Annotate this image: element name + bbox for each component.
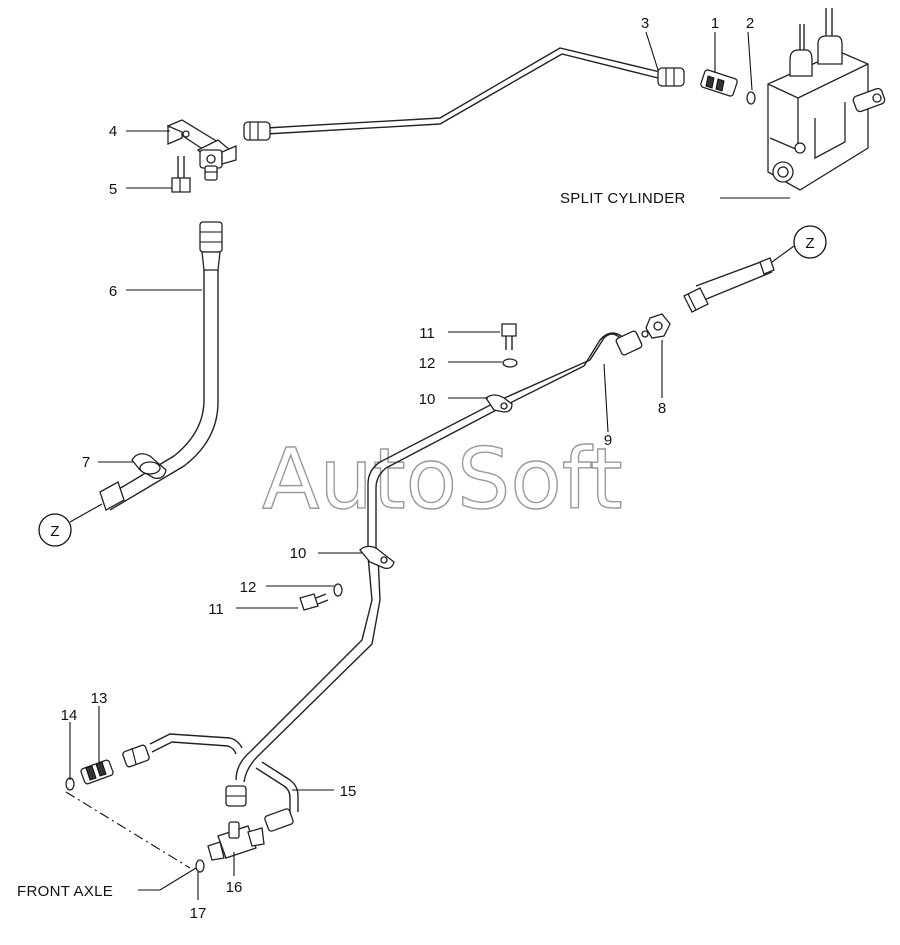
fitting-1 (700, 69, 738, 97)
callout-14: 14 (61, 707, 78, 724)
callout-8: 8 (658, 400, 666, 417)
connector-z-top: Z (793, 225, 827, 259)
callout-6: 6 (109, 283, 117, 300)
svg-text:Z: Z (805, 235, 814, 252)
washer-12-lower (333, 583, 343, 597)
callout-3: 3 (641, 15, 649, 32)
callout-13: 13 (91, 690, 108, 707)
callout-7: 7 (82, 454, 90, 471)
callout-11-upper: 11 (419, 325, 435, 342)
bolt-11-lower (299, 593, 329, 611)
callout-5: 5 (109, 181, 117, 198)
leader-lines (69, 31, 790, 900)
washer-17 (195, 859, 205, 873)
hose-9 (583, 330, 649, 367)
clip-7 (131, 453, 167, 479)
callout-15: 15 (340, 783, 357, 800)
callout-17: 17 (190, 905, 207, 922)
callout-10-upper: 10 (419, 391, 436, 408)
brake-pipe-13 (122, 733, 243, 768)
clip-10-upper (485, 394, 513, 413)
brake-pipe-3 (243, 47, 685, 141)
brake-pipe-15 (255, 761, 299, 832)
callout-2: 2 (746, 15, 754, 32)
brake-hose-6 (99, 221, 223, 511)
washer-2 (746, 91, 756, 105)
callout-11-lower: 11 (208, 601, 224, 618)
callout-9: 9 (604, 432, 612, 449)
connector-z-bottom: Z (38, 513, 72, 547)
steel-pipe-main (235, 359, 591, 783)
clip-10-lower (359, 545, 395, 570)
callout-1: 1 (711, 15, 719, 32)
bolt-5 (171, 156, 191, 193)
front-axle-label: FRONT AXLE (17, 883, 113, 900)
pipe-end-z-upper (683, 257, 775, 313)
split-cylinder-label: SPLIT CYLINDER (560, 190, 686, 207)
tee-16 (207, 821, 265, 861)
nut-8 (645, 313, 671, 339)
split-cylinder (767, 8, 886, 191)
callout-10-lower: 10 (290, 545, 307, 562)
callout-4: 4 (109, 123, 117, 140)
fitting-13 (80, 759, 114, 785)
washer-12-upper (502, 358, 518, 368)
callout-12-lower: 12 (240, 579, 257, 596)
front-axle-leader (65, 791, 191, 869)
callout-12-upper: 12 (419, 355, 436, 372)
bracket-4 (166, 119, 237, 181)
bolt-11-upper (501, 323, 517, 350)
pipe-end-fitting (225, 785, 247, 807)
svg-text:Z: Z (50, 523, 59, 540)
watermark-text: AutoSoft (262, 430, 623, 528)
callout-16: 16 (226, 879, 243, 896)
